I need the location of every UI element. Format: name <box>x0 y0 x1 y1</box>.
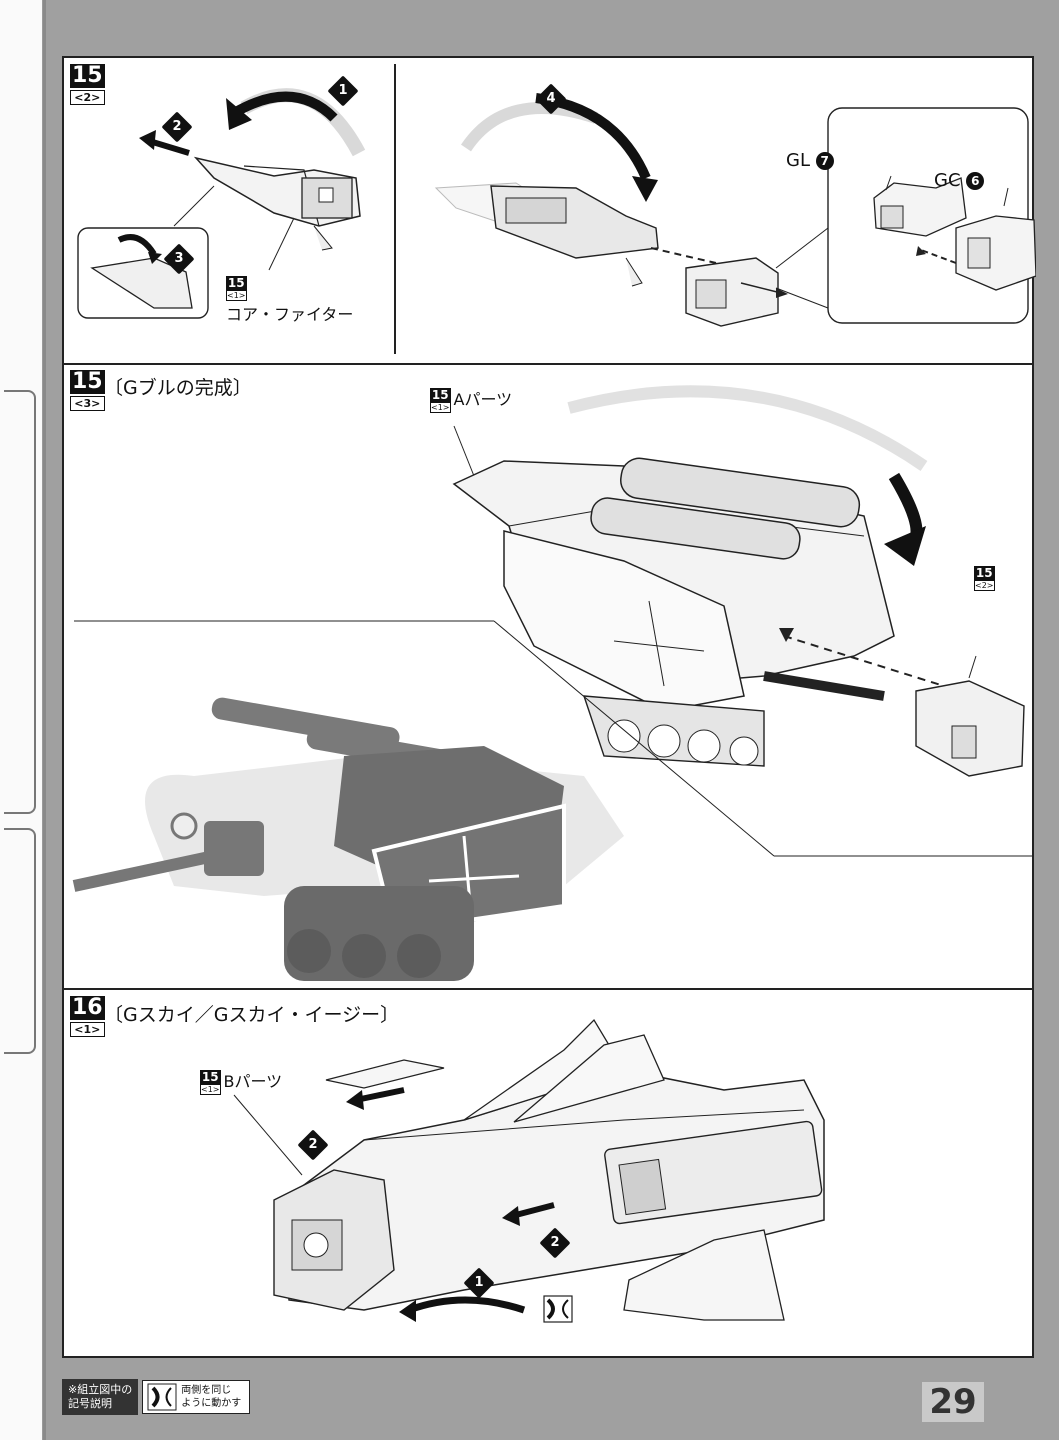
ref-badge-15-2: 15<2> <box>974 566 995 591</box>
instruction-panel: 15 <2> 1 2 3 15<1> コア・ファイター <box>62 56 1036 1358</box>
gc-part-label: GC 6 <box>934 170 985 191</box>
step-marker-3: 3 <box>163 243 195 275</box>
step-15-3-badge: 15 <3> <box>70 370 105 411</box>
core-fighter-label: 15<1> コア・ファイター <box>226 276 353 325</box>
core-block-illustration <box>434 93 1036 327</box>
divider-step15-3-16 <box>64 988 1032 990</box>
step-number: 15 <box>70 369 105 394</box>
step-15-3-title: 〔Gブルの完成〕 <box>104 377 252 399</box>
step-marker-4: 4 <box>535 83 567 115</box>
step-substep: <3> <box>70 396 105 411</box>
step-substep: <2> <box>70 90 105 105</box>
g-bull-illustration <box>72 385 1032 981</box>
step-marker-2: 2 <box>297 1129 329 1161</box>
a-parts-label: 15<1> Aパーツ <box>430 388 513 413</box>
legend-title: ※組立図中の 記号説明 <box>62 1379 139 1415</box>
step-marker-1: 1 <box>463 1267 495 1299</box>
step-16-1-badge: 16 <1> <box>70 996 105 1037</box>
edge-tab-mark <box>4 828 36 1054</box>
step-marker-2: 2 <box>161 111 193 143</box>
ref-badge-15-1: 15<1> <box>226 276 247 301</box>
gl-part-number: 7 <box>815 152 834 170</box>
core-fighter-illustration <box>77 88 366 319</box>
core-fighter-text: コア・ファイター <box>226 305 354 324</box>
page-number: 29 <box>922 1382 984 1422</box>
left-edge-strip <box>0 0 43 1440</box>
edge-tab-mark <box>4 390 36 814</box>
step-number: 16 <box>70 995 105 1020</box>
step-number: 15 <box>70 63 105 88</box>
ref-badge-15-1: 15<1> <box>200 1070 221 1095</box>
legend-description: 両側を同じ ように動かす <box>181 1385 242 1409</box>
ref-badge-15-1: 15<1> <box>430 388 451 413</box>
legend-item-both-sides: 両側を同じ ように動かす <box>142 1380 251 1414</box>
g-sky-illustration <box>233 1018 825 1323</box>
divider-vertical <box>394 64 396 354</box>
divider-step15-2-3 <box>64 363 1032 365</box>
step-marker-2: 2 <box>539 1227 571 1259</box>
symbol-legend: ※組立図中の 記号説明 両側を同じ ように動かす <box>62 1378 251 1416</box>
step-16-1-title: 〔Gスカイ／Gスカイ・イージー〕 <box>104 1004 400 1026</box>
step-marker-1: 1 <box>327 75 359 107</box>
step-15-2-badge: 15 <2> <box>70 64 105 105</box>
b-parts-label: 15<1> Bパーツ <box>200 1070 283 1095</box>
gl-part-label: GL 7 <box>786 150 834 171</box>
ref-15-2-label: 15<2> <box>974 566 998 591</box>
both-sides-symbol-icon <box>147 1383 177 1411</box>
step-substep: <1> <box>70 1022 105 1037</box>
gc-part-number: 6 <box>966 172 985 190</box>
